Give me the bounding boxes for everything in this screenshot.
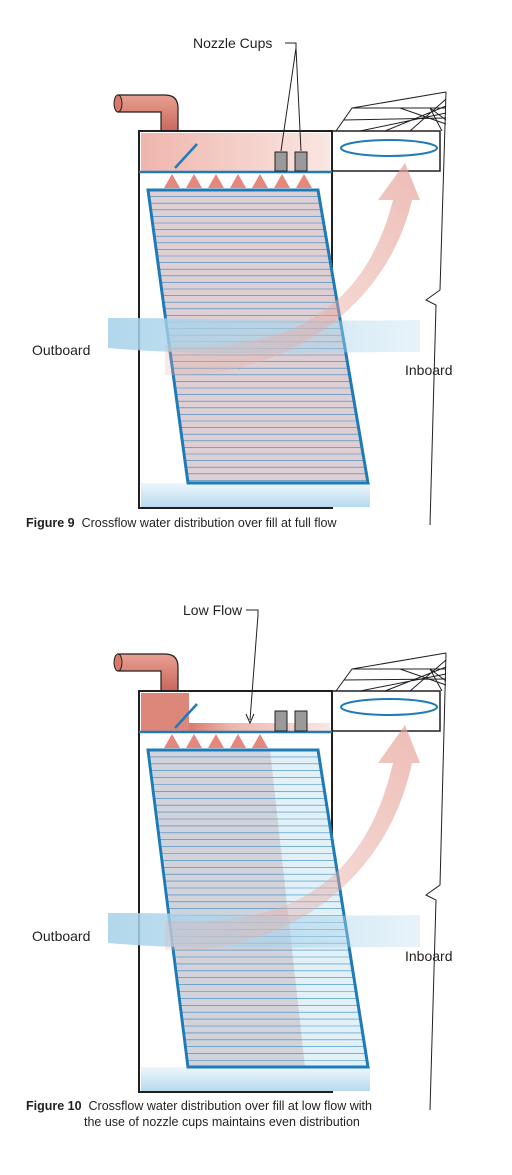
- inlet-pipe: [117, 94, 179, 133]
- fan-deck: [331, 91, 447, 172]
- fan-ring: [340, 698, 438, 716]
- figure-10-caption: Figure 10 Crossflow water distribution o…: [26, 1098, 372, 1130]
- outboard-label: Outboard: [32, 928, 91, 944]
- spray-nozzles: [164, 174, 312, 188]
- fan-deck: [331, 652, 447, 732]
- figure-9-caption: Figure 9 Crossflow water distribution ov…: [26, 515, 337, 531]
- cold-water-basin: [141, 1067, 370, 1091]
- outboard-airflow: [108, 318, 420, 353]
- figure-9-caption-text: Crossflow water distribution over fill a…: [81, 516, 337, 530]
- figure-10-tower-drawing: [108, 609, 447, 1111]
- exhaust-airflow-arrow: [165, 725, 420, 951]
- cold-water-basin: [141, 483, 370, 507]
- nozzle-cups: [274, 710, 308, 732]
- figure-9-number: Figure 9: [26, 516, 75, 530]
- figure-10-number: Figure 10: [26, 1099, 82, 1113]
- figure-10-caption-line2: the use of nozzle cups maintains even di…: [84, 1115, 360, 1129]
- nozzle-cups: [274, 151, 308, 172]
- low-flow-label: Low Flow: [183, 602, 243, 618]
- figure-9-tower-drawing: [108, 42, 447, 526]
- inboard-break-line: [425, 91, 447, 526]
- nozzle-cups-label: Nozzle Cups: [193, 35, 273, 51]
- inboard-break-line: [425, 652, 447, 1111]
- inboard-label: Inboard: [405, 948, 453, 964]
- figure-10-caption-line1: Crossflow water distribution over fill a…: [88, 1099, 372, 1113]
- inboard-label: Inboard: [405, 362, 453, 378]
- nozzle-cups-callout-lines: [280, 42, 302, 152]
- fill-pack: [146, 748, 370, 1069]
- low-flow-callout-line: [246, 609, 259, 721]
- figure-10-diagram: Low Flow Outboard Inboard Figure 10 Cros…: [0, 585, 512, 1135]
- outboard-label: Outboard: [32, 342, 91, 358]
- fan-ring: [340, 139, 438, 157]
- spray-nozzles: [164, 734, 268, 748]
- inlet-pipe: [117, 653, 179, 692]
- hot-water-basin: [141, 693, 189, 731]
- exhaust-airflow-arrow: [165, 163, 420, 376]
- figure-9-diagram: Nozzle Cups Outboard Inboard Figure 9 Cr…: [0, 0, 512, 550]
